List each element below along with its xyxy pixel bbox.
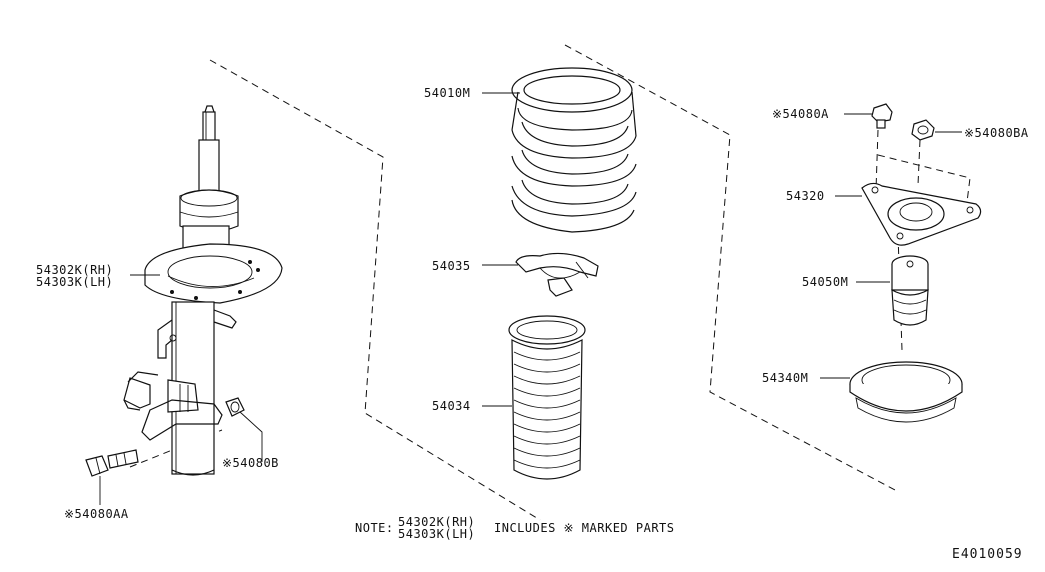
label-spring: 54010M [424, 86, 470, 100]
label-spring-seat: 54035 [432, 259, 471, 273]
label-bearing: 54340M [762, 371, 808, 385]
nut-part [225, 397, 245, 417]
dust-boot [508, 315, 586, 480]
note-line-lh: 54303K(LH) [398, 527, 475, 541]
leader-lines [99, 92, 962, 505]
label-strut-lh: 54303K(LH) [36, 275, 113, 289]
label-bump-stopper: 54050M [802, 275, 848, 289]
strut-assembly [85, 105, 283, 477]
label-strut-rh: 54302K(RH) [36, 263, 113, 277]
bolt-part [85, 449, 139, 477]
upper-mount [861, 182, 982, 246]
label-nut-ba: ※54080BA [964, 126, 1029, 140]
bump-stopper [891, 255, 929, 326]
diagram-code: E4010059 [952, 547, 1023, 562]
label-upper-mount: 54320 [786, 189, 825, 203]
label-nut-bracket: ※54080B [222, 456, 279, 470]
note-suffix: INCLUDES ※ MARKED PARTS [494, 521, 675, 535]
note-block: NOTE: 54302K(RH) 54303K(LH) INCLUDES ※ M… [355, 515, 675, 541]
label-bolt: ※54080AA [64, 507, 129, 521]
top-nuts [871, 103, 935, 141]
strut-bearing [849, 361, 963, 423]
coil-spring [511, 67, 637, 233]
note-line-rh: 54302K(RH) [398, 515, 475, 529]
note-prefix: NOTE: [355, 521, 394, 535]
spring-seat [515, 252, 599, 297]
label-boot: 54034 [432, 399, 471, 413]
label-nut-a: ※54080A [772, 107, 829, 121]
